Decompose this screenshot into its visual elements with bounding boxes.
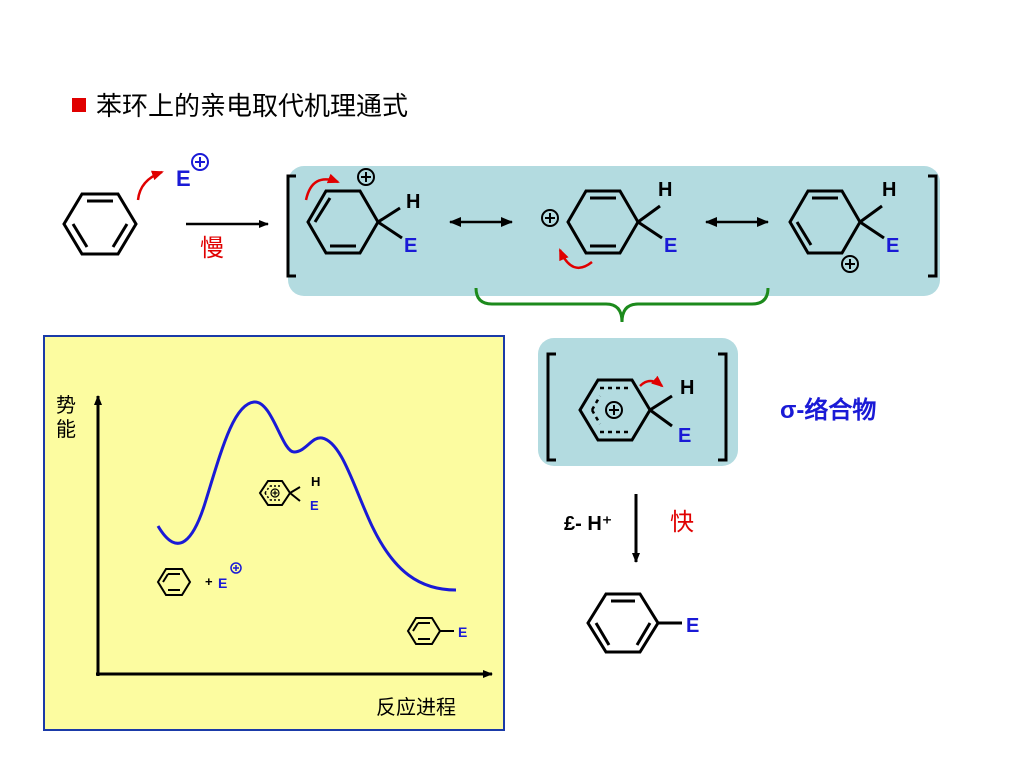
slow-step-label: 慢 [200,235,224,262]
e-label: E [678,425,691,447]
y-axis-label-2: 能 [56,418,76,441]
benzene-reactant [62,192,138,256]
mini-benzene-product [406,617,454,645]
benzene-product [586,592,682,654]
bracket-left [286,174,296,278]
plus-charge-icon [230,562,242,574]
curved-arrow-attack [136,170,164,201]
page-title: 苯环上的亲电取代机理通式 [72,86,408,123]
title-bullet [72,97,86,112]
e-label: E [886,235,899,257]
h-label: H [658,179,672,201]
curved-arrow-1 [304,173,340,201]
mini-benzene-reactant [156,568,192,596]
curved-arrow-2 [558,248,593,270]
fast-step-label: 快 [670,509,694,536]
resonance-structure-3 [788,189,885,255]
plus-charge-icon [357,168,375,186]
plus-charge-icon [541,209,559,227]
electrophile-label: E [218,575,227,591]
curved-arrow-3 [639,375,664,388]
resonance-box [288,166,940,296]
plus-sign: + [205,574,213,589]
plus-charge-icon [841,255,859,273]
e-label: E [404,235,417,257]
y-axis-label-1: 势 [56,394,76,417]
bracket-left [546,352,556,462]
bracket-right [718,352,728,462]
mini-sigma-complex [258,480,301,506]
resonance-structure-2 [566,189,663,255]
green-brace [474,287,770,323]
plus-charge-icon [270,488,280,498]
e-label: E [664,235,677,257]
plus-charge-icon [191,153,209,171]
energy-curve [156,400,457,592]
sigma-complex-structure [578,378,673,442]
energy-diagram-panel [43,335,505,731]
x-axis-label: 反应进程 [376,696,456,719]
sigma-complex-label: σ-络合物 [780,396,876,424]
bracket-right [928,174,938,278]
h-label: H [311,474,320,489]
h-label: H [882,179,896,201]
sigma-complex-box [538,338,738,466]
minus-h-label: £- H⁺ [564,513,612,535]
h-label: H [406,191,420,213]
h-label: H [680,377,694,399]
title-text: 苯环上的亲电取代机理通式 [96,92,409,122]
e-label: E [458,624,467,640]
resonance-structure-1 [306,189,403,255]
plus-charge-icon [605,401,623,419]
electrophile-label: E [176,166,191,191]
e-label: E [686,615,699,637]
e-label: E [310,498,319,513]
